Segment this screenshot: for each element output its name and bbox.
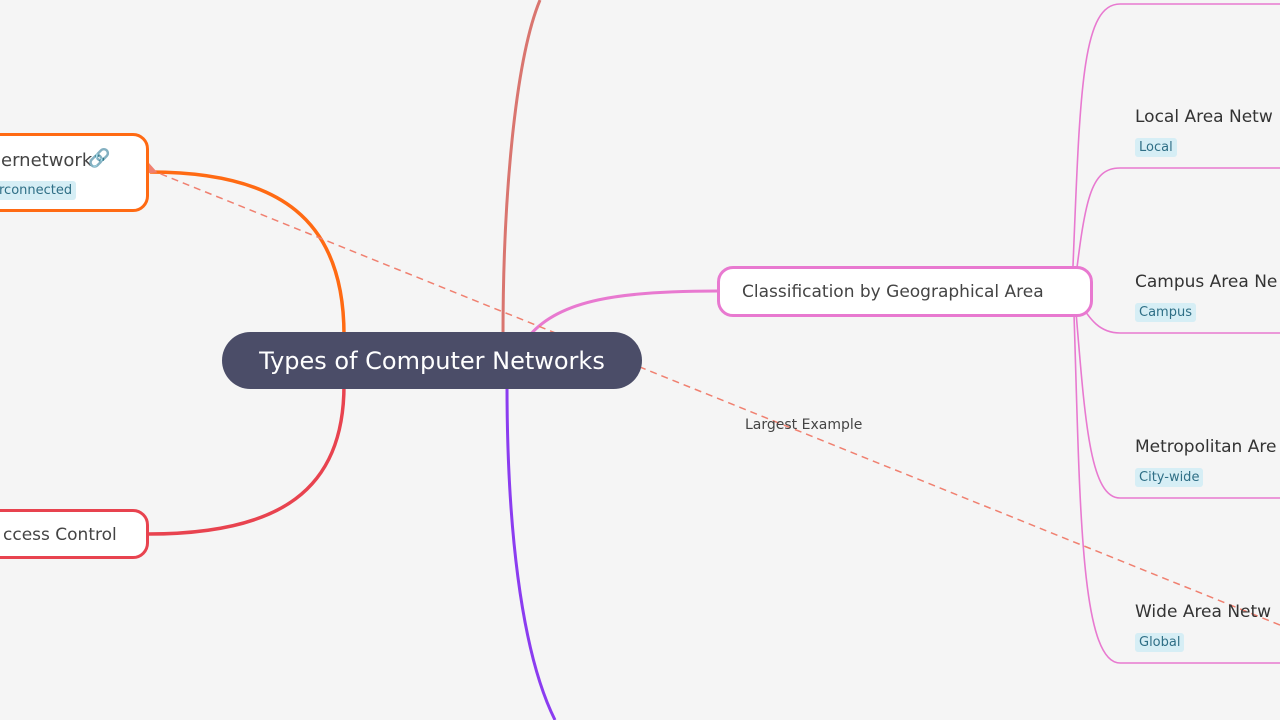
link-icon[interactable]: 🔗 xyxy=(88,148,111,169)
link-internetwork xyxy=(149,170,346,336)
link-access-control xyxy=(147,384,346,536)
root-node[interactable]: Types of Computer Networks xyxy=(222,332,642,389)
link-bottom-branch xyxy=(505,384,557,720)
link-geo xyxy=(528,289,718,336)
man-tag: City-wide xyxy=(1135,468,1204,487)
access-control-node[interactable]: ccess Control xyxy=(0,509,149,559)
can-label[interactable]: Campus Area Ne xyxy=(1135,272,1278,292)
internetwork-label: ernetwork xyxy=(1,150,93,171)
link-top-branch xyxy=(501,0,542,336)
geo-node[interactable]: Classification by Geographical Area xyxy=(717,266,1093,317)
root-label: Types of Computer Networks xyxy=(259,346,605,375)
geo-label: Classification by Geographical Area xyxy=(742,282,1044,302)
relation-label[interactable]: Largest Example xyxy=(745,417,863,433)
access-control-label: ccess Control xyxy=(3,525,117,545)
lan-label[interactable]: Local Area Netw xyxy=(1135,107,1273,127)
wan-tag: Global xyxy=(1135,633,1185,652)
man-label[interactable]: Metropolitan Are xyxy=(1135,437,1277,457)
can-tag: Campus xyxy=(1135,303,1196,322)
relation-line xyxy=(144,162,1280,626)
wan-label[interactable]: Wide Area Netw xyxy=(1135,602,1272,622)
internetwork-node[interactable]: ernetwork 🔗 rconnected xyxy=(0,133,149,212)
internetwork-tag: rconnected xyxy=(0,181,77,200)
geo-child-links xyxy=(1071,3,1280,664)
lan-tag: Local xyxy=(1135,138,1177,157)
